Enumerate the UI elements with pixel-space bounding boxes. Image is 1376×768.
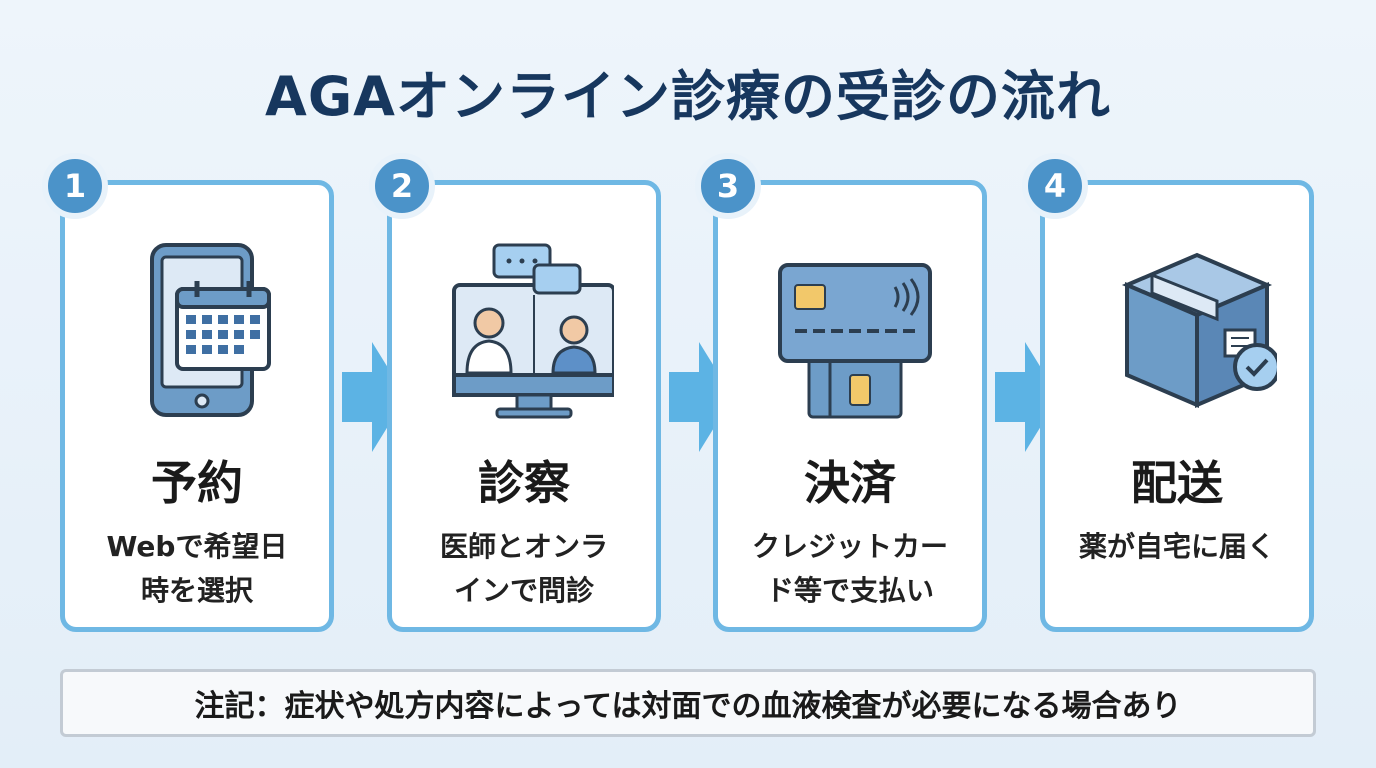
step-description-line: インで問診 [453,574,594,607]
step-number-badge: 1 [42,153,108,219]
step-card-4: 配送 薬が自宅に届く [1040,180,1314,632]
step-card-1: 予約 Webで希望日 時を選択 [60,180,334,632]
credit-card-icon [778,263,932,419]
step-heading: 予約 [151,456,243,510]
arrow-right-icon [995,342,1059,452]
step-number-badge: 3 [695,153,761,219]
step-card-2: 診察 医師とオンラ インで問診 [387,180,661,632]
step-number-badge: 4 [1022,153,1088,219]
page-title: AGAオンライン診療の受診の流れ [265,65,1111,128]
step-heading: 決済 [804,456,896,510]
step-description: クレジットカー ド等で支払い [738,525,962,613]
step-description: 医師とオンラ インで問診 [412,525,636,613]
step-description-line: 時を選択 [140,574,253,607]
step-heading: 配送 [1131,456,1223,510]
arrow-right-icon [669,342,733,452]
step-description: Webで希望日 時を選択 [85,525,309,613]
arrow-right-icon [342,342,406,452]
step-card-3: 決済 クレジットカー ド等で支払い [713,180,987,632]
step-description-line: 医師とオンラ [439,530,608,563]
footnote: 注記：症状や処方内容によっては対面での血液検査が必要になる場合あり [60,669,1316,737]
step-heading: 診察 [478,456,570,510]
video-consultation-icon [452,243,614,419]
step-description-line: Webで希望日 [106,530,288,563]
package-delivered-icon [1121,252,1277,409]
step-number-badge: 2 [369,153,435,219]
step-description: 薬が自宅に届く [1078,530,1275,563]
smartphone-calendar-icon [150,243,271,417]
step-description-line: ド等で支払い [765,574,934,607]
step-description-line: クレジットカー [751,530,948,563]
